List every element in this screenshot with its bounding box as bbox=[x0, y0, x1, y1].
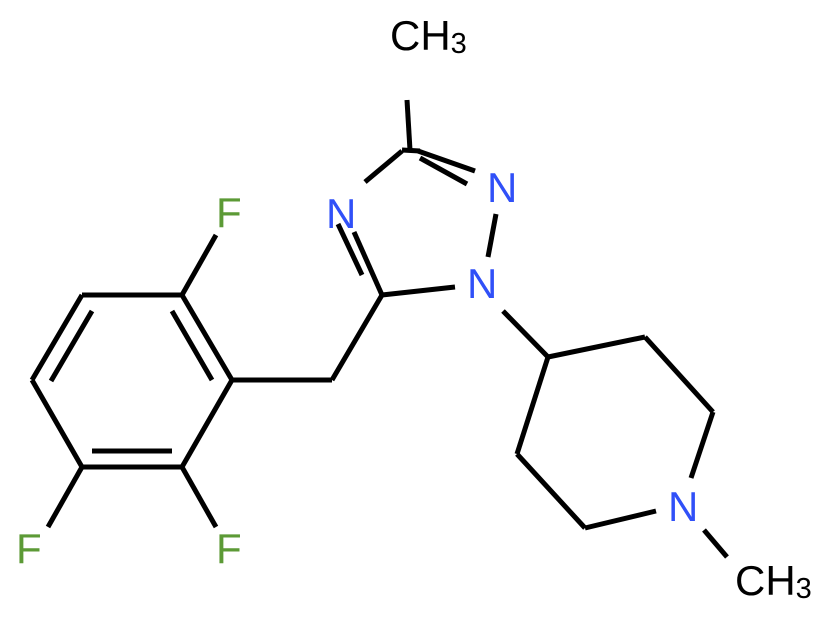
n4-triazole-label: N bbox=[326, 190, 356, 237]
n-piperidine-label: N bbox=[668, 483, 698, 530]
ch3-top-label: CH3 bbox=[390, 12, 467, 60]
f-top-label: F bbox=[216, 189, 242, 236]
n2-triazole-label: N bbox=[487, 164, 517, 211]
f-bottom-left-label: F bbox=[16, 525, 42, 572]
triazole-ring bbox=[335, 147, 499, 298]
f-bottom-right-label: F bbox=[216, 525, 242, 572]
ch3-bottom-label: CH3 bbox=[735, 557, 812, 605]
n1-triazole-label: N bbox=[467, 260, 497, 307]
benzene-ring bbox=[29, 292, 235, 470]
piperidine-ring bbox=[514, 334, 716, 531]
